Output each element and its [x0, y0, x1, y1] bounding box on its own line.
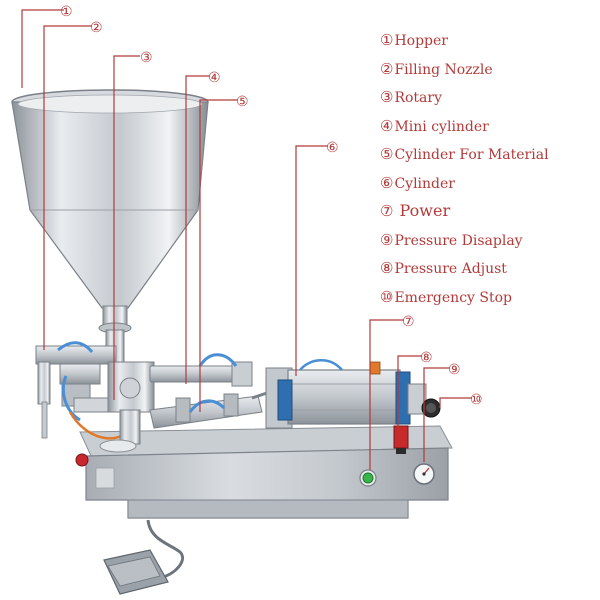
callout-marker-10: ⑩ [470, 392, 483, 408]
parts-legend: ①Hopper ②Filling Nozzle ③Rotary ④Mini cy… [380, 30, 595, 315]
callout-markers: ① ② ③ ④ ⑤ ⑥ ⑦ ⑧ ⑨ ⑩ [60, 4, 483, 408]
callout-line-10 [439, 397, 472, 408]
legend-label: Emergency Stop [394, 289, 512, 306]
pressure-adjust-knob [393, 425, 409, 454]
power-switch-icon [359, 469, 377, 487]
callout-marker-7: ⑦ [402, 314, 415, 330]
callout-line-8 [397, 355, 422, 428]
callout-line-4 [185, 75, 210, 384]
callout-marker-6: ⑥ [326, 140, 339, 156]
legend-marker: ⑦ [380, 202, 394, 220]
legend-item-emergency-stop: ⑩Emergency Stop [380, 287, 595, 316]
legend-marker: ⑩ [380, 287, 394, 306]
legend-item-rotary: ③Rotary [380, 87, 595, 116]
legend-marker: ⑧ [380, 259, 394, 277]
callout-line-2 [43, 25, 92, 350]
callout-line-7 [369, 319, 404, 470]
emergency-stop-left-icon [75, 453, 89, 467]
legend-item-filling-nozzle: ②Filling Nozzle [380, 59, 595, 88]
callout-marker-3: ③ [140, 50, 153, 66]
callout-marker-2: ② [90, 20, 103, 36]
material-cylinder [149, 390, 271, 429]
legend-label: Pressure Disaplay [394, 232, 523, 249]
legend-item-hopper: ①Hopper [380, 30, 595, 59]
legend-item-mini-cylinder: ④Mini cylinder [380, 116, 595, 145]
pressure-gauge-icon [413, 463, 435, 485]
callout-line-1 [21, 9, 64, 88]
mini-cylinder [149, 353, 253, 387]
legend-marker: ⑨ [380, 230, 394, 249]
legend-item-pressure-adjust: ⑧Pressure Adjust [380, 258, 595, 287]
legend-label: Hopper [394, 33, 448, 49]
callout-line-6 [295, 145, 328, 376]
base-cabinet [79, 425, 453, 519]
legend-item-cylinder: ⑥Cylinder [380, 173, 595, 202]
rotary-valve [99, 361, 155, 453]
callout-line-5 [199, 99, 238, 412]
callout-marker-1: ① [60, 4, 73, 20]
legend-label: Rotary [394, 90, 442, 106]
callout-marker-9: ⑨ [448, 362, 461, 378]
hopper [11, 89, 209, 365]
legend-item-power: ⑦ Power [380, 201, 595, 230]
legend-marker: ① [380, 31, 394, 49]
legend-item-cylinder-for-material: ⑤Cylinder For Material [380, 144, 595, 173]
legend-label: Mini cylinder [394, 118, 489, 135]
legend-label: Pressure Adjust [394, 261, 507, 277]
callout-lines [21, 9, 472, 470]
legend-marker: ⑥ [380, 173, 394, 192]
legend-label: Cylinder For Material [394, 147, 549, 163]
legend-label: Filling Nozzle [394, 61, 493, 78]
legend-label: Power [394, 201, 451, 220]
foot-pedal [103, 519, 184, 595]
legend-marker: ② [380, 59, 394, 78]
callout-marker-4: ④ [208, 70, 221, 86]
legend-label: Cylinder [394, 175, 455, 192]
legend-marker: ④ [380, 116, 394, 135]
legend-marker: ③ [380, 88, 394, 106]
legend-item-pressure-display: ⑨Pressure Disaplay [380, 230, 595, 259]
legend-marker: ⑤ [380, 145, 394, 163]
main-cylinder [265, 359, 427, 429]
callout-line-9 [423, 367, 450, 462]
callout-marker-5: ⑤ [236, 94, 249, 110]
callout-marker-8: ⑧ [420, 350, 433, 366]
filling-nozzle-assembly [35, 341, 127, 440]
emergency-stop-button [421, 398, 441, 418]
callout-line-3 [113, 55, 140, 400]
